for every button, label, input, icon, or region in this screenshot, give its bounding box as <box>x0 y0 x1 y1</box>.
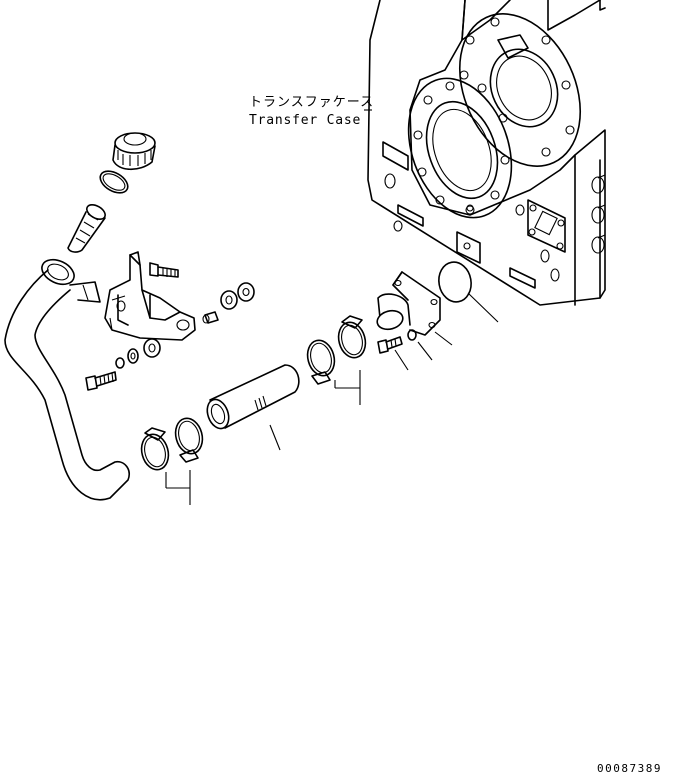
hose <box>206 364 300 430</box>
filler-tube <box>4 258 130 501</box>
hose-clamp-left-a <box>140 427 170 471</box>
transfer-case-label-jp: トランスファケース <box>249 95 374 110</box>
transfer-case <box>367 0 606 306</box>
bolt-upper <box>149 262 179 278</box>
washer-pair-lower <box>115 338 161 369</box>
o-ring <box>99 170 129 194</box>
drawing-number: 00087389 <box>597 762 662 774</box>
stud <box>202 311 219 324</box>
hose-clamp-right-b <box>337 315 367 359</box>
flange-elbow <box>376 271 441 336</box>
strainer <box>67 203 106 253</box>
bracket <box>104 251 196 341</box>
transfer-case-label-en: Transfer Case <box>249 113 361 128</box>
hose-clamp-left-b <box>174 417 204 463</box>
hose-clamp-right-a <box>306 339 336 385</box>
flange-bolt <box>377 329 417 354</box>
filler-cap <box>112 132 156 171</box>
washer-pair-upper <box>220 282 255 310</box>
leader-lines <box>165 109 499 505</box>
gasket <box>438 261 472 303</box>
bolt-lower <box>85 371 117 391</box>
